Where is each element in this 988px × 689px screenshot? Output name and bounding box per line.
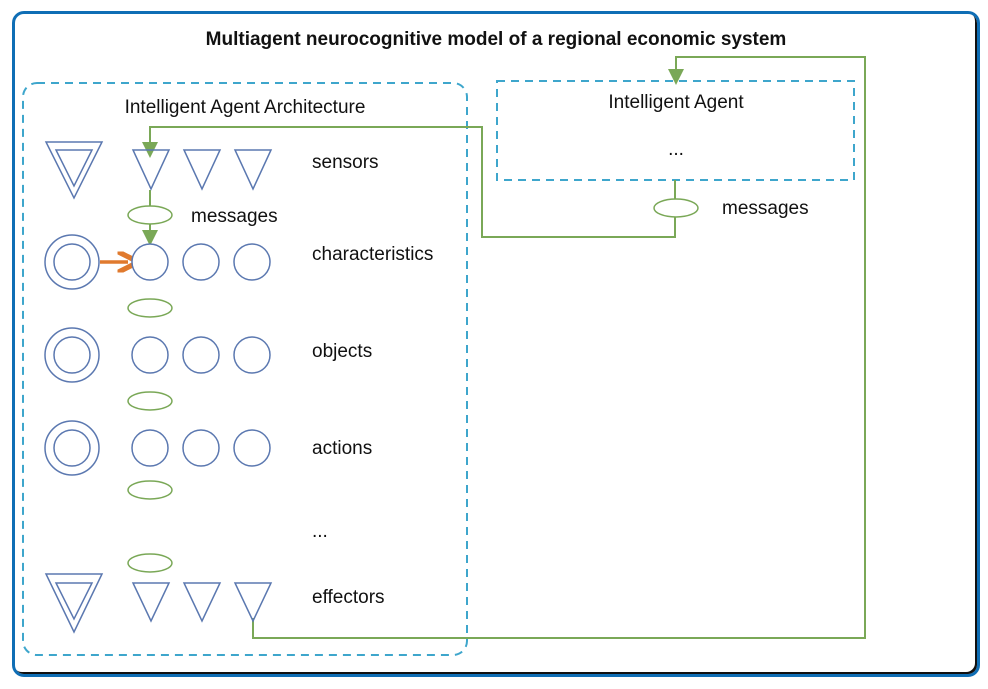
sensor-node: [182, 149, 222, 191]
action-node: [182, 429, 220, 467]
sensor-node: [131, 149, 171, 191]
agent-heading: Intelligent Agent: [608, 92, 744, 113]
message-node: [127, 391, 173, 411]
row-effectors: effectors: [44, 573, 385, 634]
agent-message-node: [653, 198, 699, 218]
row-label: objects: [312, 341, 372, 362]
message-node: [127, 205, 173, 225]
object-node: [233, 336, 271, 374]
row-actions: actions: [44, 420, 372, 476]
effector-node: [182, 582, 222, 623]
sensor-group-icon: [44, 141, 104, 200]
effector-node: [233, 582, 273, 623]
row-label: actions: [312, 438, 372, 459]
object-node: [131, 336, 169, 374]
effector-group-icon: [44, 573, 104, 634]
effector-node: [131, 582, 171, 623]
characteristic-node: [233, 243, 271, 281]
objects-group-icon: [44, 327, 100, 383]
characteristic-node: [131, 243, 169, 281]
row-label-ellipsis: ...: [312, 521, 328, 542]
message-node: [127, 480, 173, 500]
action-node: [233, 429, 271, 467]
action-node: [131, 429, 169, 467]
message-node: [127, 553, 173, 573]
link-agent-to-sensors: [142, 126, 676, 238]
row-objects: objects: [44, 327, 372, 383]
link-effectors-to-agent: [252, 56, 866, 639]
row-characteristics: characteristics: [44, 234, 433, 290]
message-node: [127, 298, 173, 318]
sensor-node: [233, 149, 273, 191]
actions-group-icon: [44, 420, 100, 476]
architecture-box: [22, 82, 468, 656]
architecture-heading: Intelligent Agent Architecture: [125, 97, 366, 118]
row-label: characteristics: [312, 244, 433, 265]
object-node: [182, 336, 220, 374]
agent-body: ...: [668, 139, 684, 160]
architecture-messages-label: messages: [191, 206, 278, 227]
diagram-title: Multiagent neurocognitive model of a reg…: [206, 29, 787, 50]
agent-messages-label: messages: [722, 198, 809, 219]
row-label: sensors: [312, 152, 379, 173]
row-sensors: sensors: [44, 141, 379, 200]
characteristics-group-icon: [44, 234, 100, 290]
row-label: effectors: [312, 587, 385, 608]
characteristic-node: [182, 243, 220, 281]
